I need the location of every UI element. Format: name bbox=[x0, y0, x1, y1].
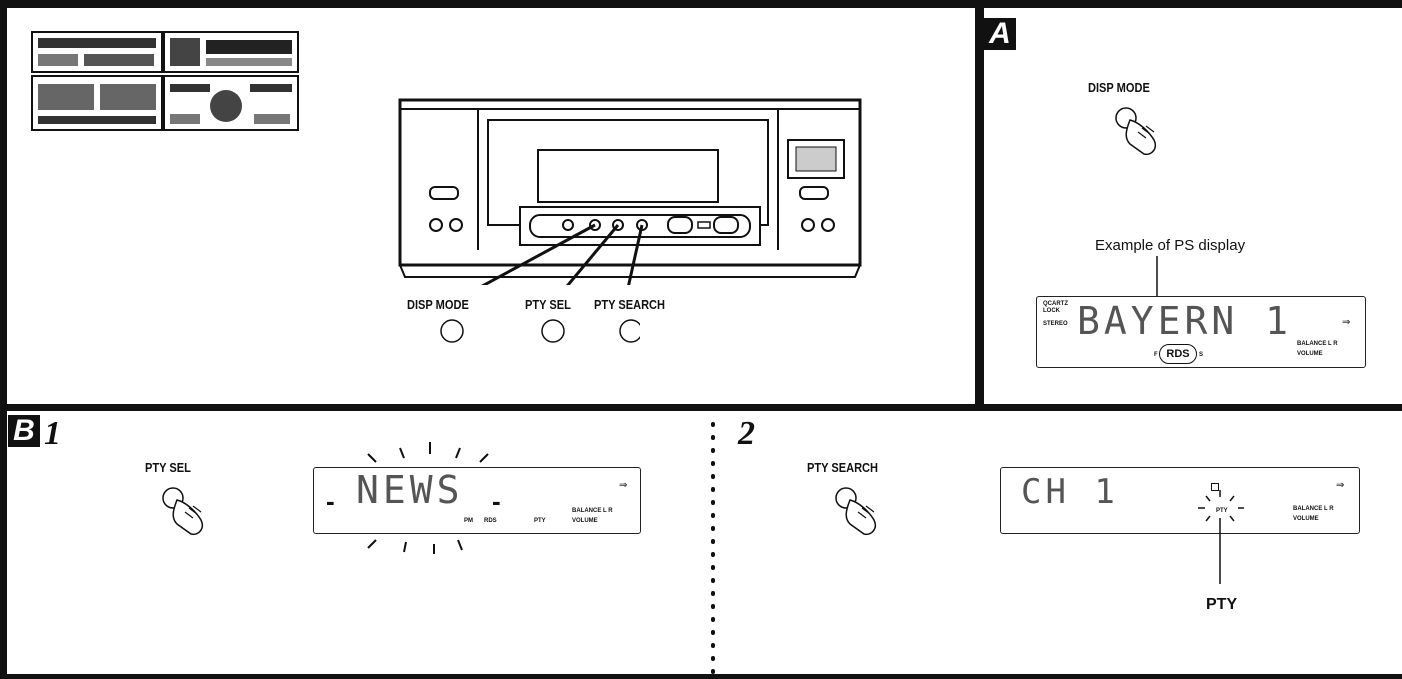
ps-display-caption: Example of PS display bbox=[1095, 237, 1246, 254]
rds-indicator: RDS bbox=[484, 518, 497, 524]
frame-bottom-border bbox=[0, 674, 1402, 679]
rds-indicator-highlight: RDS bbox=[1159, 344, 1197, 364]
step1-button-label: PTY SEL bbox=[145, 460, 191, 475]
press-hand-icon bbox=[1115, 107, 1156, 156]
blink-rays-icon bbox=[367, 442, 489, 554]
rds-right-indicator: S bbox=[1199, 352, 1204, 358]
frame-vertical-divider bbox=[975, 0, 984, 408]
volume-indicator: VOLUME bbox=[1297, 351, 1323, 357]
arrow-indicator-icon: ⇒ bbox=[1336, 480, 1345, 491]
ps-name-display: BAYERN 1 bbox=[1077, 299, 1293, 343]
rds-left-indicator: F bbox=[1154, 352, 1158, 358]
panel-a-letter: A bbox=[984, 18, 1016, 50]
step-divider-dotted-line bbox=[711, 422, 715, 674]
lock-indicator: LOCK bbox=[1043, 308, 1060, 314]
pty-name-display: NEWS bbox=[356, 468, 464, 512]
balance-indicator: BALANCE L R bbox=[572, 508, 613, 514]
frame-middle-border bbox=[0, 404, 1402, 411]
pty-sel-button-icon bbox=[541, 319, 565, 343]
pty-indicator: PTY bbox=[534, 518, 546, 524]
panel-b-letter: B bbox=[8, 415, 40, 447]
volume-indicator: VOLUME bbox=[1293, 516, 1319, 522]
step2-button-label: PTY SEARCH bbox=[807, 460, 879, 475]
frame-top-border bbox=[0, 0, 1402, 8]
balance-indicator: BALANCE L R bbox=[1293, 506, 1334, 512]
channel-display: CH 1 bbox=[1021, 472, 1119, 512]
press-hand-icon bbox=[162, 487, 203, 536]
frame-left-border bbox=[0, 0, 7, 679]
step2-lcd-display: CH 1 PTY BALANCE L R VOLUME ⇒ bbox=[1000, 467, 1360, 534]
pty-search-button-icon bbox=[619, 319, 640, 343]
volume-indicator: VOLUME bbox=[572, 518, 598, 524]
stereo-indicator: STEREO bbox=[1043, 321, 1068, 327]
tuner-unit-illustration bbox=[398, 98, 862, 285]
pty-blink-rays-icon bbox=[1198, 490, 1244, 584]
news-dash-left: - bbox=[326, 486, 335, 516]
main-button-circles bbox=[440, 319, 640, 343]
balance-indicator: BALANCE L R bbox=[1297, 341, 1338, 347]
pty-indicator: PTY bbox=[1216, 508, 1228, 514]
news-dash-right: - bbox=[492, 486, 501, 516]
disp-mode-label: DISP MODE bbox=[407, 297, 469, 312]
arrow-indicator-icon: ⇒ bbox=[619, 480, 628, 491]
pty-sel-label: PTY SEL bbox=[525, 297, 571, 312]
pm-indicator: PM bbox=[464, 518, 473, 524]
panel-a-lcd-display: QCARTZ LOCK STEREO BAYERN 1 F RDS S BALA… bbox=[1036, 296, 1366, 368]
panel-a-button-label: DISP MODE bbox=[1088, 80, 1150, 95]
pty-callout-label: PTY bbox=[1206, 596, 1238, 613]
arrow-indicator-icon: ⇒ bbox=[1342, 317, 1351, 328]
system-thumbnail bbox=[31, 31, 299, 131]
step-2-number: 2 bbox=[738, 415, 755, 452]
press-hand-icon bbox=[835, 487, 876, 536]
disp-mode-button-icon bbox=[440, 319, 464, 343]
pty-search-label: PTY SEARCH bbox=[594, 297, 666, 312]
square-indicator-icon bbox=[1211, 483, 1219, 491]
step-1-number: 1 bbox=[44, 415, 61, 452]
step1-lcd-display: - NEWS - PM RDS PTY BALANCE L R VOLUME ⇒ bbox=[313, 467, 641, 534]
quartz-indicator: QCARTZ bbox=[1043, 301, 1068, 307]
